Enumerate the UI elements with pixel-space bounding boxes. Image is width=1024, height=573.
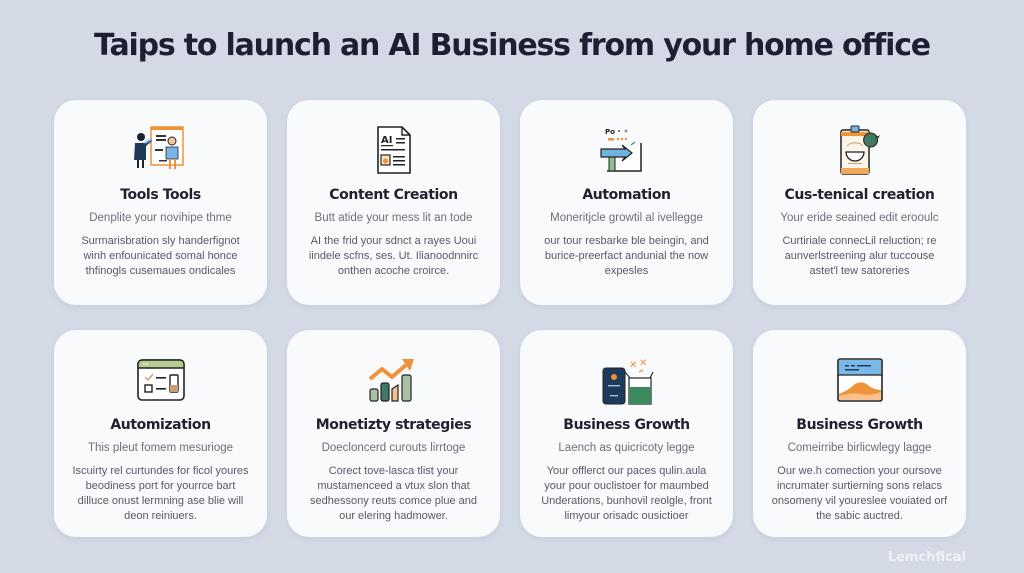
card-title: Monetizty strategies [315,417,472,433]
presentation-people-icon [121,122,201,177]
devices-icon: ✕ ✕ [587,352,667,407]
card-body: our tour resbarke ble beingin, and buric… [544,235,709,277]
svg-text:✕: ✕ [639,358,647,369]
card-subtitle: This pleut fomem mesurioge [87,442,234,454]
card-title: Tools Tools [120,187,201,203]
tip-card-content-creation: AI Content Creation Butt atide your mess… [287,100,500,305]
checklist-window-icon [121,352,201,407]
card-body: Surmarisbration sly handerfignot winh en… [81,235,240,277]
growth-chart-icon [354,352,434,407]
card-subtitle: Moneritjcle growtil al ivellegge [550,212,703,224]
card-title: Cus-tenical creation [784,187,935,203]
clipboard-icon [820,122,900,177]
tip-card-automation: Po Automation Moneritjcle growtil al ive… [520,100,733,305]
card-subtitle: Laench as quicricoty legge [558,442,695,454]
card-body: AI the frid your sdnct a rayes Uoui iind… [308,235,479,277]
card-subtitle: Your eride seained edit erooulc [780,212,939,224]
tip-card-tools: Tools Tools Denplite your novihipe thme … [54,100,267,305]
card-body: Our we.h comection your oursove incrumat… [771,465,948,522]
svg-text:Po: Po [605,128,615,136]
tip-card-automization: Automization This pleut fomem mesurioge … [54,330,267,537]
card-subtitle: Comeirribe birlicwlegy lagge [787,442,932,454]
tip-card-business-growth-1: ✕ ✕ Business Growth Laench as quicricoty… [520,330,733,537]
card-title: Automization [110,417,211,433]
card-body: Curtiriale connecLil reluction; re aunve… [782,235,937,277]
card-subtitle: Denplite your novihipe thme [89,212,232,224]
arrow-board-icon: Po [587,122,667,177]
tips-grid: Tools Tools Denplite your novihipe thme … [54,100,968,537]
tip-card-business-growth-2: Business Growth Comeirribe birlicwlegy l… [753,330,966,537]
card-subtitle: Doecloncerd curouts lirrtoge [321,442,466,454]
card-subtitle: Butt atide your mess lit an tode [314,212,473,224]
card-title: Business Growth [563,417,690,433]
card-body: Corect tove-lasca tlist your mustamencee… [310,465,477,522]
tip-card-custom-creation: Cus-tenical creation Your eride seained … [753,100,966,305]
document-icon: AI [354,122,434,177]
card-title: Automation [582,187,671,203]
landscape-window-icon [820,352,900,407]
svg-text:AI: AI [381,135,392,146]
card-title: Business Growth [796,417,923,433]
card-body: Iscuirty rel curtundes for ficol youres … [72,465,249,522]
watermark-logo: Lemchfical [887,550,966,565]
card-body: Your offlerct our paces qulin.aula your … [541,465,712,522]
card-title: Content Creation [329,187,458,203]
svg-text:✕: ✕ [629,360,637,371]
tip-card-monetization: Monetizty strategies Doecloncerd curouts… [287,330,500,537]
page-title: Taips to launch an AI Business from your… [94,28,931,63]
